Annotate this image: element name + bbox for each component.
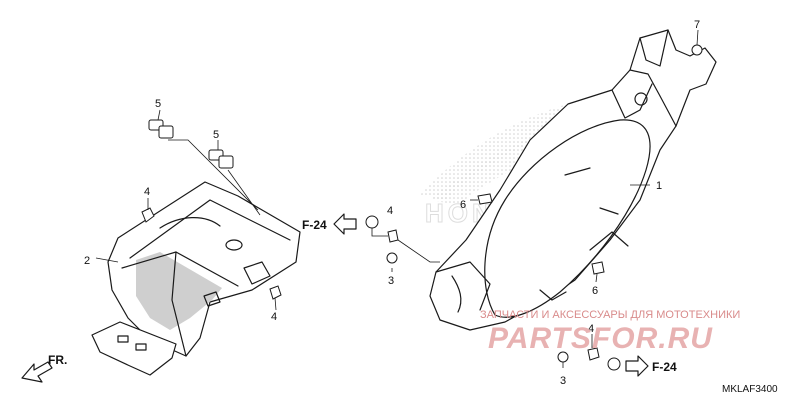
clip-4-left-icon [141, 207, 155, 223]
part-2-inner-cover [91, 181, 301, 376]
callout-5-upper: 5 [155, 98, 161, 110]
reference-label-center: F-24 [302, 218, 327, 232]
front-direction-indicator: FR. [21, 353, 67, 383]
part-1-rear-fender [429, 29, 717, 331]
callout-3-lower: 3 [560, 375, 566, 387]
callout-6-right: 6 [592, 285, 598, 297]
grommet-4-center-icon [365, 215, 379, 229]
reference-f24-center: F-24 [302, 213, 357, 235]
arrow-left-icon [333, 213, 357, 235]
callout-4-center: 4 [387, 205, 393, 217]
grommet-4-lower-icon [607, 357, 621, 371]
clip-4-lower-icon [269, 285, 282, 300]
nut-4-lower-icon [587, 347, 600, 361]
nut-4-center-icon [387, 229, 399, 243]
bolt-5-lower-icon [208, 149, 234, 169]
bolt-6-upper-icon [477, 193, 493, 205]
callout-7: 7 [694, 19, 700, 31]
reference-label-lower: F-24 [652, 360, 677, 374]
callout-4-left: 4 [144, 186, 150, 198]
diagram-code: MKLAF3400 [722, 384, 778, 395]
callout-4-lower-left: 4 [271, 311, 277, 323]
callout-3-center: 3 [388, 275, 394, 287]
reference-f24-lower: F-24 [625, 355, 677, 377]
bolt-3-center-icon [386, 252, 398, 264]
bolt-5-upper-icon [148, 119, 174, 139]
arrow-right-icon [625, 355, 649, 377]
callout-2: 2 [84, 255, 90, 267]
watermark-brand: PARTSFOR.RU [488, 322, 713, 355]
front-label: FR. [48, 353, 67, 367]
callout-4-lower-right: 4 [588, 323, 594, 335]
leader-lines [95, 29, 699, 368]
bolt-6-right-icon [591, 261, 605, 275]
callout-6-upper: 6 [460, 199, 466, 211]
nut-7-icon [691, 44, 703, 56]
watermark-caption: ЗАПЧАСТИ И АКСЕССУАРЫ ДЛЯ МОТОТЕХНИКИ [480, 309, 740, 321]
callout-5-lower: 5 [213, 129, 219, 141]
front-arrow-icon [21, 361, 53, 383]
callout-1: 1 [656, 180, 662, 192]
